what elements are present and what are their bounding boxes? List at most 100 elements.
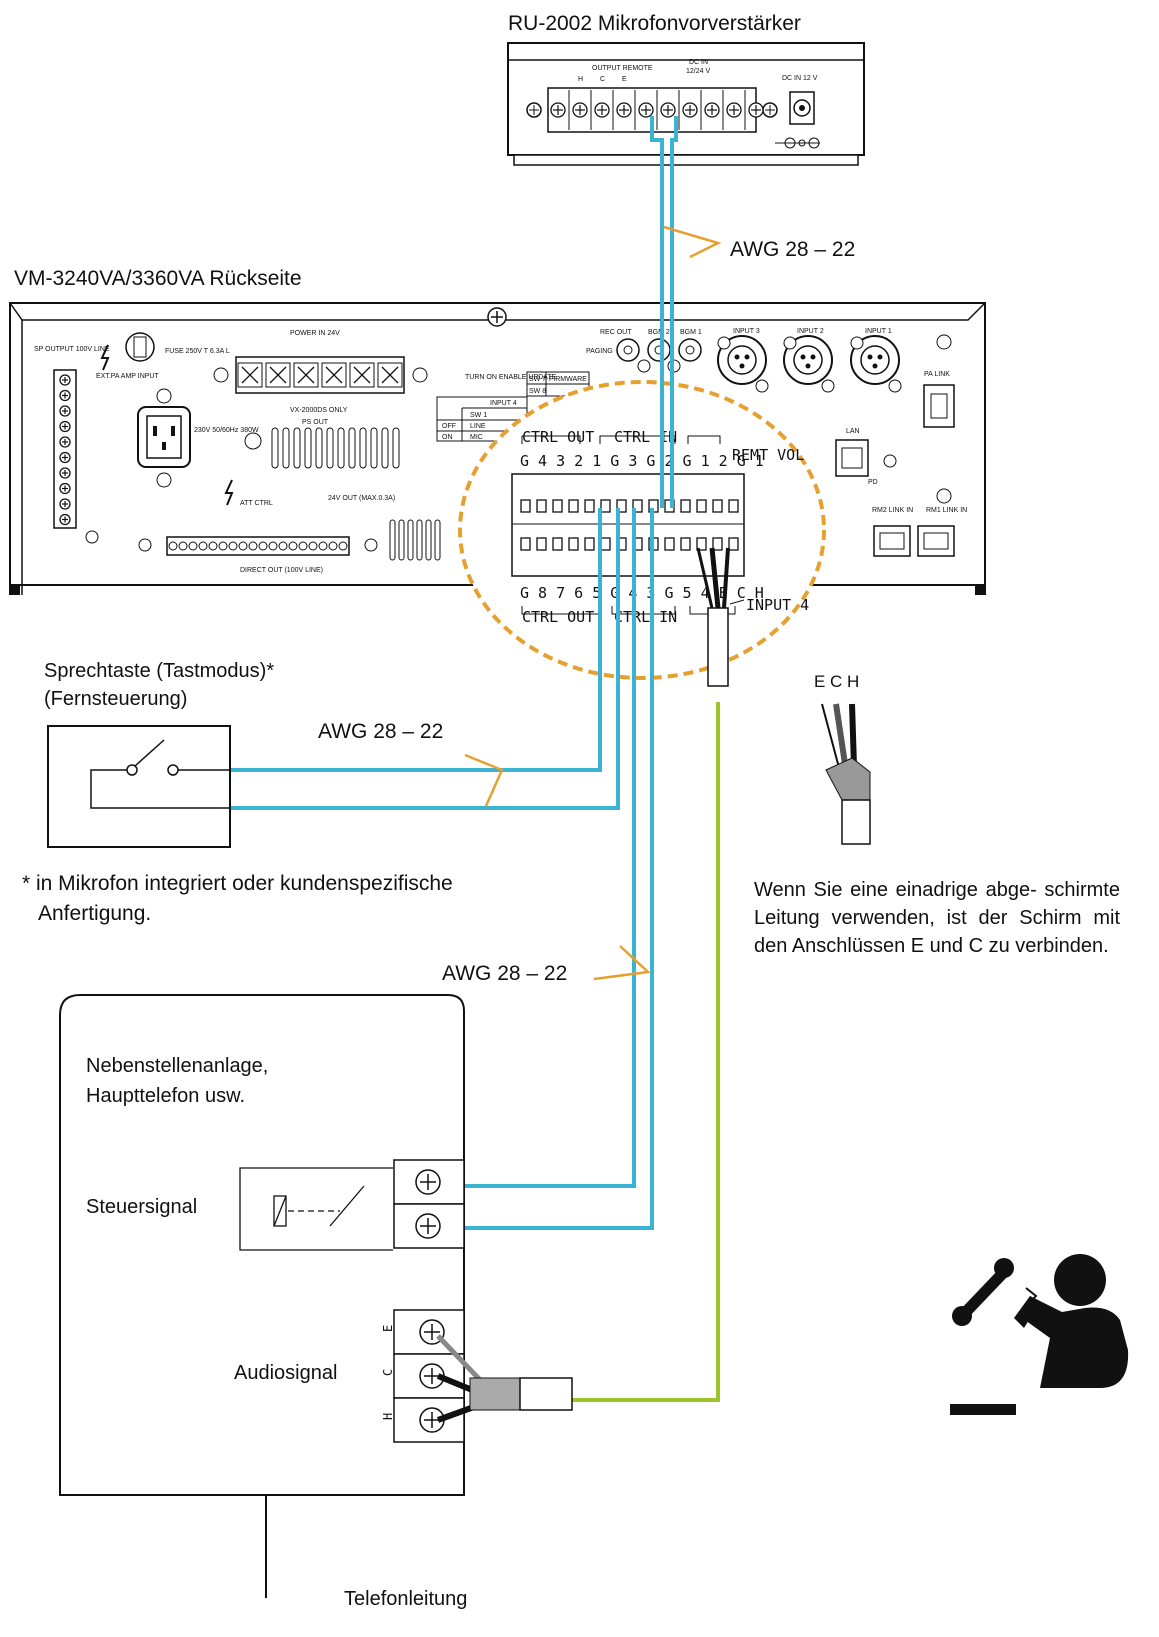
vm-title: VM-3240VA/3360VA Rückseite [14,267,302,290]
ps-out-label: PS OUT [302,419,329,426]
xlr-pin [734,354,740,360]
rm2-link-label: RM2 LINK IN [872,507,913,514]
ru2002-terminal-c-label: C [600,76,605,83]
terminal-slot [712,537,723,551]
bgm2-label: BGM 2 [648,329,670,336]
ctrl-out-top-label: CTRL OUT [522,428,594,446]
lan-label: LAN [846,428,860,435]
terminal-slot [600,499,611,513]
vent-slot [398,519,405,561]
vent-slot [370,427,378,469]
xlr-pin [872,363,878,369]
xlr-latch [821,379,835,393]
vent-slot [326,427,334,469]
att-screw [298,541,308,551]
terminal-slot [696,499,707,513]
att-ctrl-label: ATT CTRL [240,500,273,507]
terminal-slot [616,499,627,513]
shield-note-line4: C zu verbinden. [968,935,1109,957]
vent-slot [416,519,423,561]
terminal-slot [680,537,691,551]
on-label: ON [442,434,453,441]
terminal-slot [712,499,723,513]
terminal-slot [568,537,579,551]
ru2002-dc-in-label: DC IN [689,59,708,66]
pbx-term-c-label: C [381,1369,395,1376]
xlr-latch [783,336,797,350]
sw8-label: SW 8 [529,388,546,395]
ru2002-device: OUTPUT REMOTE H C E DC IN 12/24 V DC IN … [507,42,865,166]
vent-slot [304,427,312,469]
xlr-pin [877,354,883,360]
terminal-slot [520,499,531,513]
att-screw [248,541,258,551]
vent-slot [348,427,356,469]
terminal-slot [584,499,595,513]
line-label: LINE [470,423,486,430]
vent-slot [359,427,367,469]
terminal-closeup: CTRL OUT CTRL IN REMT VOL G 4 3 2 1 G 3 … [458,380,826,680]
off-label: OFF [442,423,456,430]
remt-vol-label: REMT VOL [732,446,804,464]
ru2002-dc-12v-label: DC IN 12 V [782,75,818,82]
terminal-slot [552,499,563,513]
shield-note-line2: schirmte Leitung verwenden, ist der [754,879,1120,929]
ac-rating-label: 230V 50/60Hz 380W [194,427,259,434]
sw7-label: SW 7 [529,376,546,383]
terminal-mark [269,366,287,384]
mic-label: MIC [470,434,483,441]
paging-label: PAGING [586,348,613,355]
rca-jacks: REC OUT PAGING BGM 2 BGM 1 [586,329,702,373]
ru2002-title: RU-2002 Mikrofonvorverstärker [508,12,801,35]
pbx-box: E C H [59,994,573,1496]
input2-label: INPUT 2 [797,328,824,335]
terminal-slot [584,537,595,551]
ru2002-terminal-h-label: H [578,76,583,83]
xlr-socket [727,345,757,375]
shield-note-line3: Schirm mit den Anschlüssen E und [754,907,1121,957]
xlr-latch [888,379,902,393]
terminal-mark [325,366,343,384]
xlr-socket [793,345,823,375]
ru2002-terminal-block [526,90,778,130]
vent-slot [389,519,396,561]
telephone-line-label: Telefonleitung [344,1588,468,1610]
shield-note: Wenn Sie eine einadrige abge- schirmte L… [754,876,1120,960]
att-screw [318,541,328,551]
awg-label-top: AWG 28 – 22 [730,238,856,261]
footnote-line1: * in Mikrofon integriert oder kundenspez… [22,872,453,895]
rec-out-label: REC OUT [600,329,632,336]
xlr-latch [755,379,769,393]
cables [229,116,730,1402]
shield-ech-label: E C H [814,672,860,691]
att-screw [168,541,178,551]
terminal-mark [353,366,371,384]
terminal-slot [728,499,739,513]
audio-signal-label: Audiosignal [234,1362,338,1384]
pa-link-label: PA LINK [924,371,950,378]
firmware-label: FIRMWARE [549,376,587,383]
vent-slot [381,427,389,469]
terminal-slot [520,537,531,551]
vent-slot [337,427,345,469]
xlr-latch [717,336,731,350]
shield-note-line1: Wenn Sie eine einadrige abge- [754,879,1037,901]
bottom-terminal-numbers: G 8 7 6 5 G 4 3 G 5 4 E C H [520,584,764,602]
att-screw [218,541,228,551]
terminal-slot [632,499,643,513]
power-in-label: POWER IN 24V [290,330,340,337]
ru2002-output-remote-label: OUTPUT REMOTE [592,65,653,72]
xlr-latch [850,336,864,350]
ext-pa-label: EXT.PA AMP INPUT [96,373,159,380]
bgm1-label: BGM 1 [680,329,702,336]
rm1-link-label: RM1 LINK IN [926,507,967,514]
direct-out-label: DIRECT OUT (100V LINE) [240,567,323,574]
input4-label: INPUT 4 [746,596,809,614]
terminal-slot [552,537,563,551]
terminal-slot [536,537,547,551]
shield-detail [821,703,871,845]
vent-slot [282,427,290,469]
att-screw [288,541,298,551]
